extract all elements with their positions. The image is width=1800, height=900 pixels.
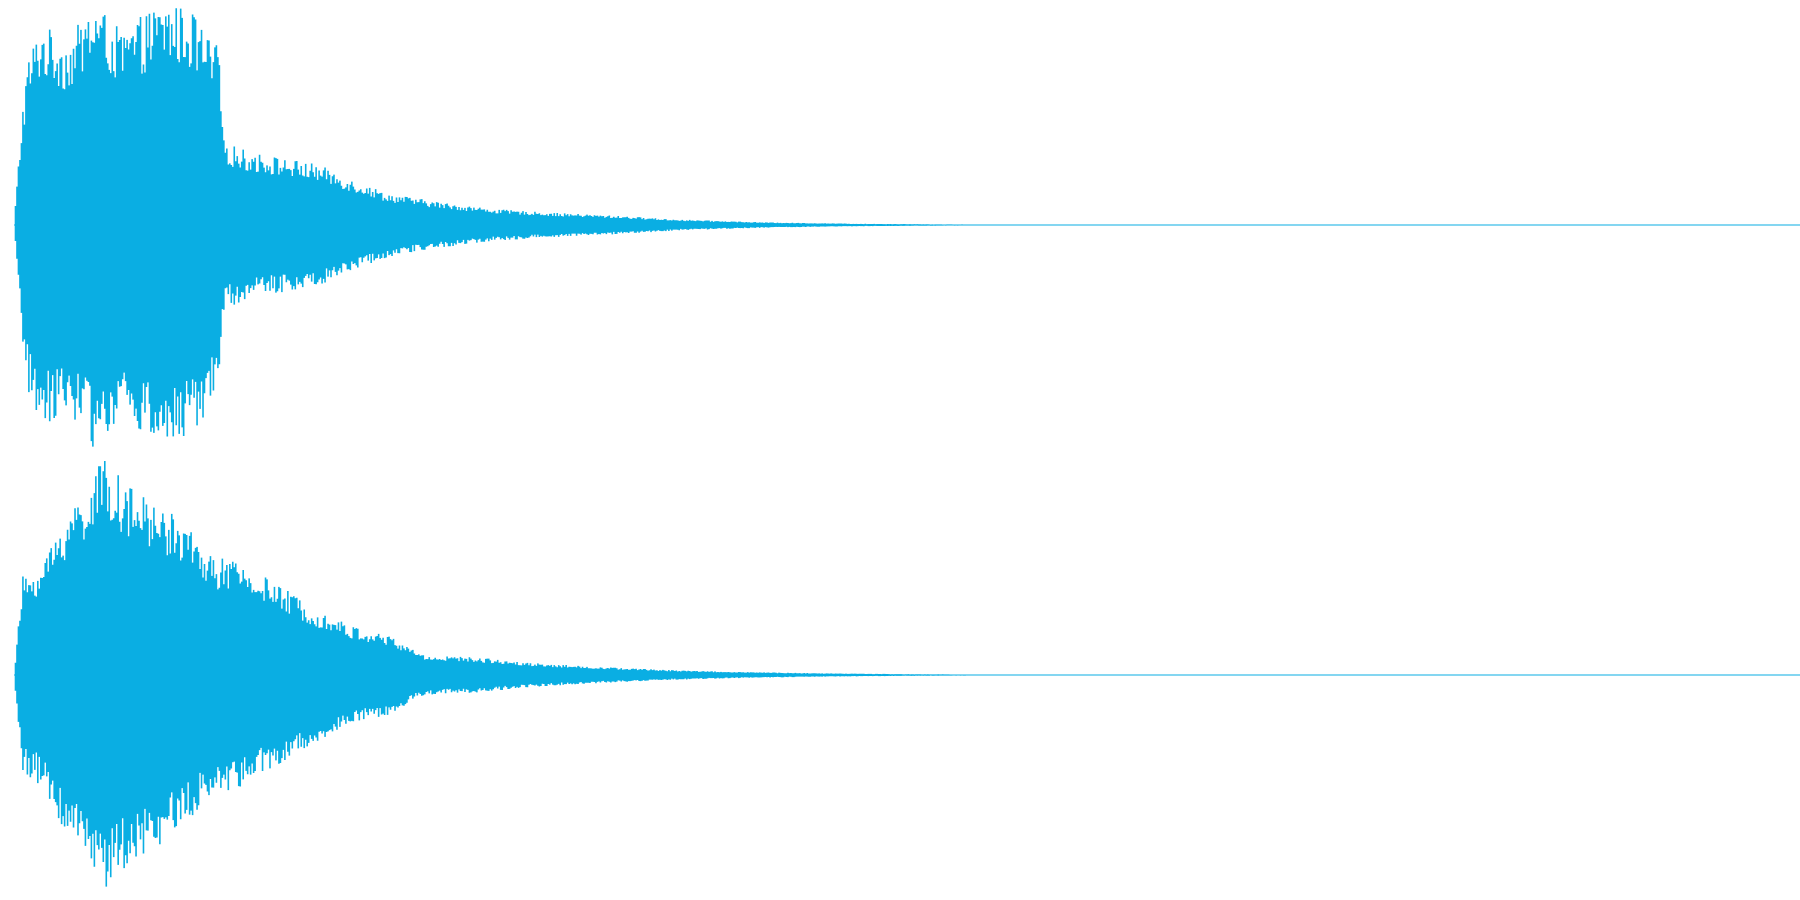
channel-right-waveform bbox=[14, 461, 1425, 887]
channel-left-waveform bbox=[14, 8, 1544, 447]
waveform-channel-left[interactable] bbox=[14, 8, 1800, 447]
waveform-channel-right[interactable] bbox=[14, 461, 1800, 887]
